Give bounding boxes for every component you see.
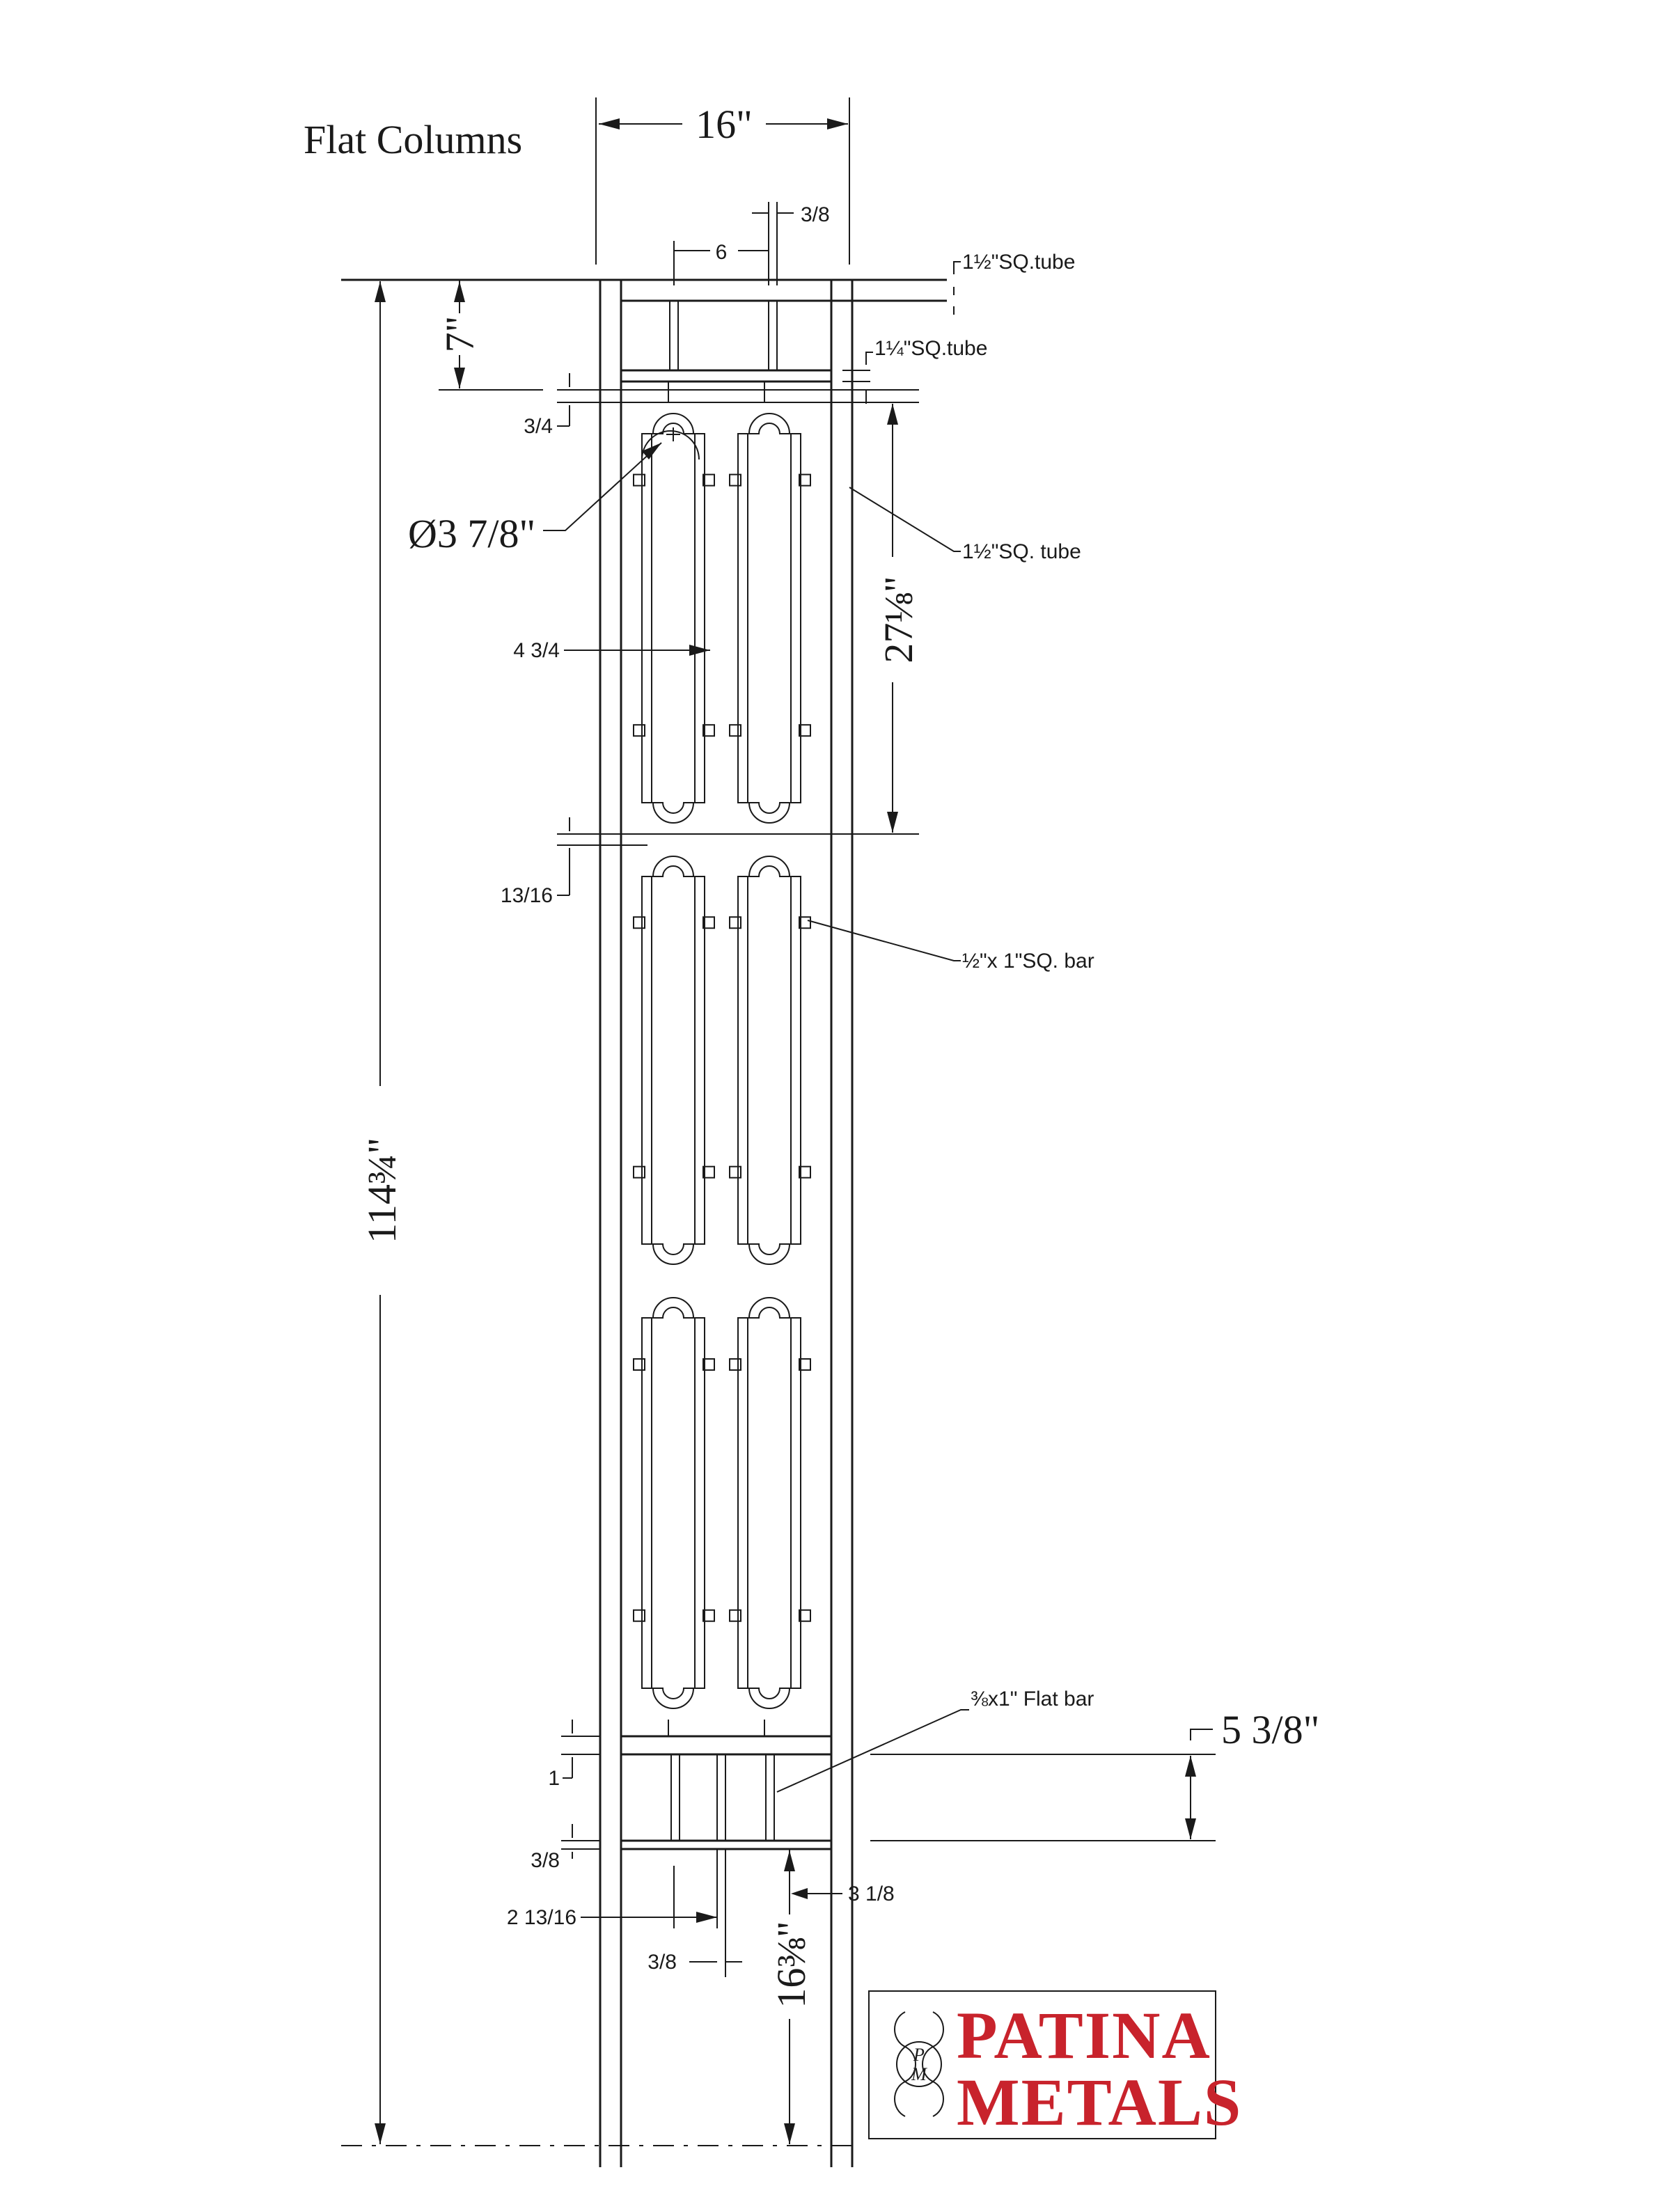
connector-tab: [702, 916, 715, 929]
connector-tab: [633, 916, 645, 929]
dim-bottom-spacing: 2 13/16: [507, 1906, 576, 1929]
svg-text:P: P: [913, 2045, 925, 2065]
connector-tab: [633, 724, 645, 737]
dimension-lines: [375, 97, 1216, 2144]
connector-tab: [799, 473, 811, 487]
oval-outline: [737, 1297, 801, 1709]
patina-metals-logo: P M PATINA METALS: [868, 1990, 1242, 2139]
connector-tab: [702, 1609, 715, 1622]
connector-tab: [729, 473, 741, 487]
oval-outline: [747, 423, 792, 814]
oval-outline: [747, 865, 792, 1255]
connector-tab: [729, 916, 741, 929]
label-side-tube: 1½"SQ. tube: [962, 540, 1081, 563]
drawing-title: Flat Columns: [304, 117, 522, 162]
dim-gap-top: 3/4: [524, 415, 553, 438]
connector-tab: [633, 1609, 645, 1622]
oval-outline: [737, 413, 801, 824]
dim-oval-width: 4 3/4: [513, 639, 560, 662]
diameter-arc: [641, 430, 700, 460]
oval-outline: [737, 856, 801, 1265]
oval-outline: [651, 423, 696, 814]
connector-tab: [702, 1165, 715, 1179]
connector-tab: [702, 473, 715, 487]
svg-text:M: M: [911, 2064, 927, 2084]
label-bar: ½"x 1"SQ. bar: [962, 950, 1094, 973]
label-top-tube: 1½"SQ.tube: [962, 251, 1075, 274]
connector-tab: [702, 724, 715, 737]
label-second-tube: 1¼"SQ.tube: [874, 337, 987, 360]
dim-top-spacing: 3/8: [801, 203, 830, 226]
dim-bottom-panel: 5 3/8": [1221, 1707, 1319, 1752]
oval-panels: [633, 413, 811, 1709]
dim-overall-width: 16": [696, 102, 753, 147]
connector-tab: [633, 1165, 645, 1179]
dim-top-height: 7": [437, 316, 482, 353]
connector-tab: [799, 1609, 811, 1622]
connector-tab: [633, 1358, 645, 1371]
label-flat-bar: ⅜x1" Flat bar: [971, 1688, 1094, 1711]
oval-outline: [641, 1297, 705, 1709]
oval-outline: [641, 856, 705, 1265]
logo-line2: METALS: [957, 2065, 1242, 2139]
connector-tab: [729, 724, 741, 737]
oval-outline: [651, 865, 696, 1255]
monogram-icon: P M: [894, 2011, 944, 2117]
dim-bottom-gap-2: 3/8: [531, 1849, 560, 1872]
connector-tab: [799, 1165, 811, 1179]
dim-top-gap: 6: [716, 241, 728, 264]
dim-gap-mid: 13/16: [501, 884, 553, 907]
connector-tab: [702, 1358, 715, 1371]
oval-outline: [747, 1307, 792, 1699]
oval-outline: [641, 413, 705, 824]
connector-tab: [799, 916, 811, 929]
dim-bottom-offset: 3 1/8: [848, 1882, 895, 1905]
dim-diameter: Ø3 7/8": [408, 511, 535, 556]
connector-tab: [799, 724, 811, 737]
connector-tab: [729, 1165, 741, 1179]
dim-bottom-bar: 3/8: [647, 1951, 677, 1974]
oval-outline: [651, 1307, 696, 1699]
dim-panel-height: 27⅛": [876, 576, 921, 663]
dim-base-height: 16⅜": [769, 1921, 814, 2008]
dim-overall-height: 114¾": [359, 1138, 405, 1243]
connector-tab: [799, 1358, 811, 1371]
connector-tab: [729, 1609, 741, 1622]
logo-line1: PATINA: [957, 1998, 1211, 2073]
connector-tab: [633, 473, 645, 487]
connector-tab: [729, 1358, 741, 1371]
column-frame: [341, 278, 947, 2167]
dim-bottom-gap-1: 1: [548, 1767, 560, 1790]
